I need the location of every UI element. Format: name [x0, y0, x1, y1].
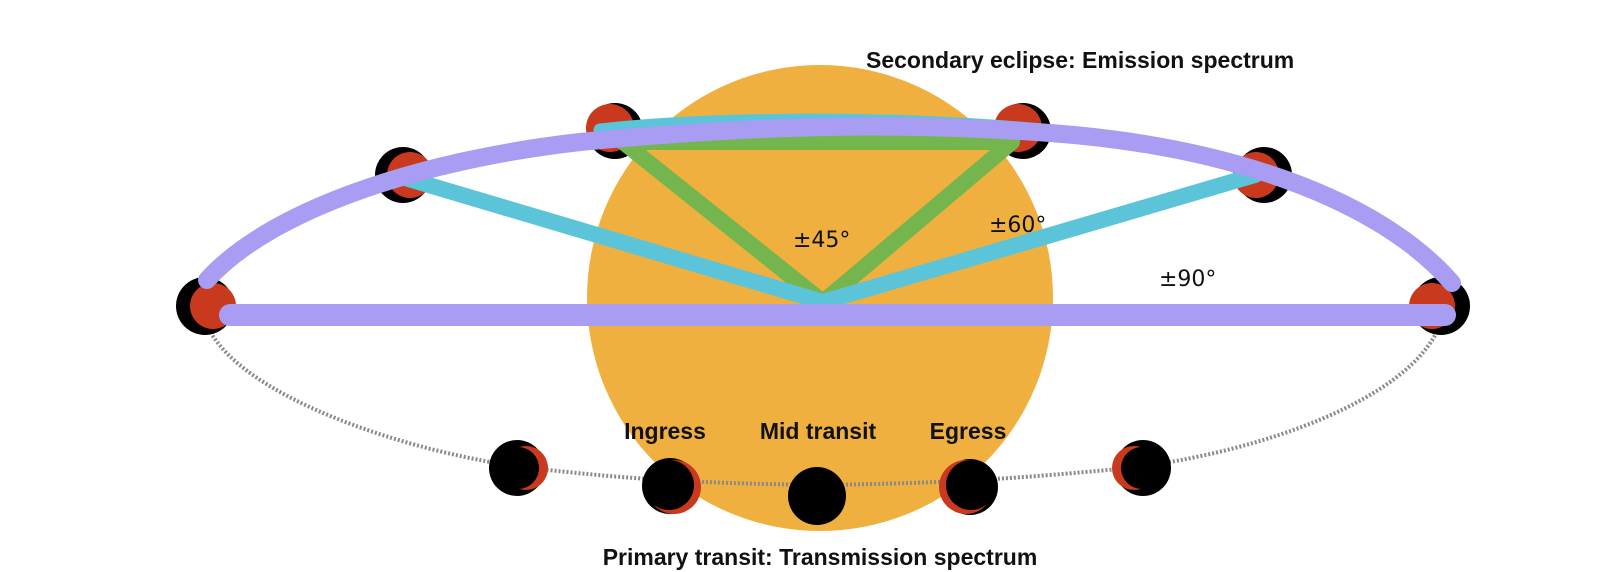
egress-label: Egress: [930, 418, 1007, 444]
angle-60-arc: [397, 167, 1263, 310]
mid-transit-label: Mid transit: [760, 418, 877, 444]
planet-egress: [939, 459, 998, 515]
angle-60-label: ±60°: [989, 213, 1046, 238]
angle-45-label: ±45°: [793, 228, 850, 253]
planet-phase-bottom-left: [489, 440, 548, 496]
ingress-label: Ingress: [624, 418, 706, 444]
secondary-eclipse-label: Secondary eclipse: Emission spectrum: [866, 47, 1294, 73]
planet-phase-bottom-right: [1112, 440, 1171, 496]
primary-transit-label: Primary transit: Transmission spectrum: [603, 544, 1038, 570]
angle-90-upper-arc: [198, 117, 1461, 292]
planet-ingress: [642, 458, 701, 514]
angle-45-arc: [615, 134, 1020, 310]
angle-90-label: ±90°: [1159, 267, 1216, 292]
planet-mid-transit: [788, 467, 846, 525]
